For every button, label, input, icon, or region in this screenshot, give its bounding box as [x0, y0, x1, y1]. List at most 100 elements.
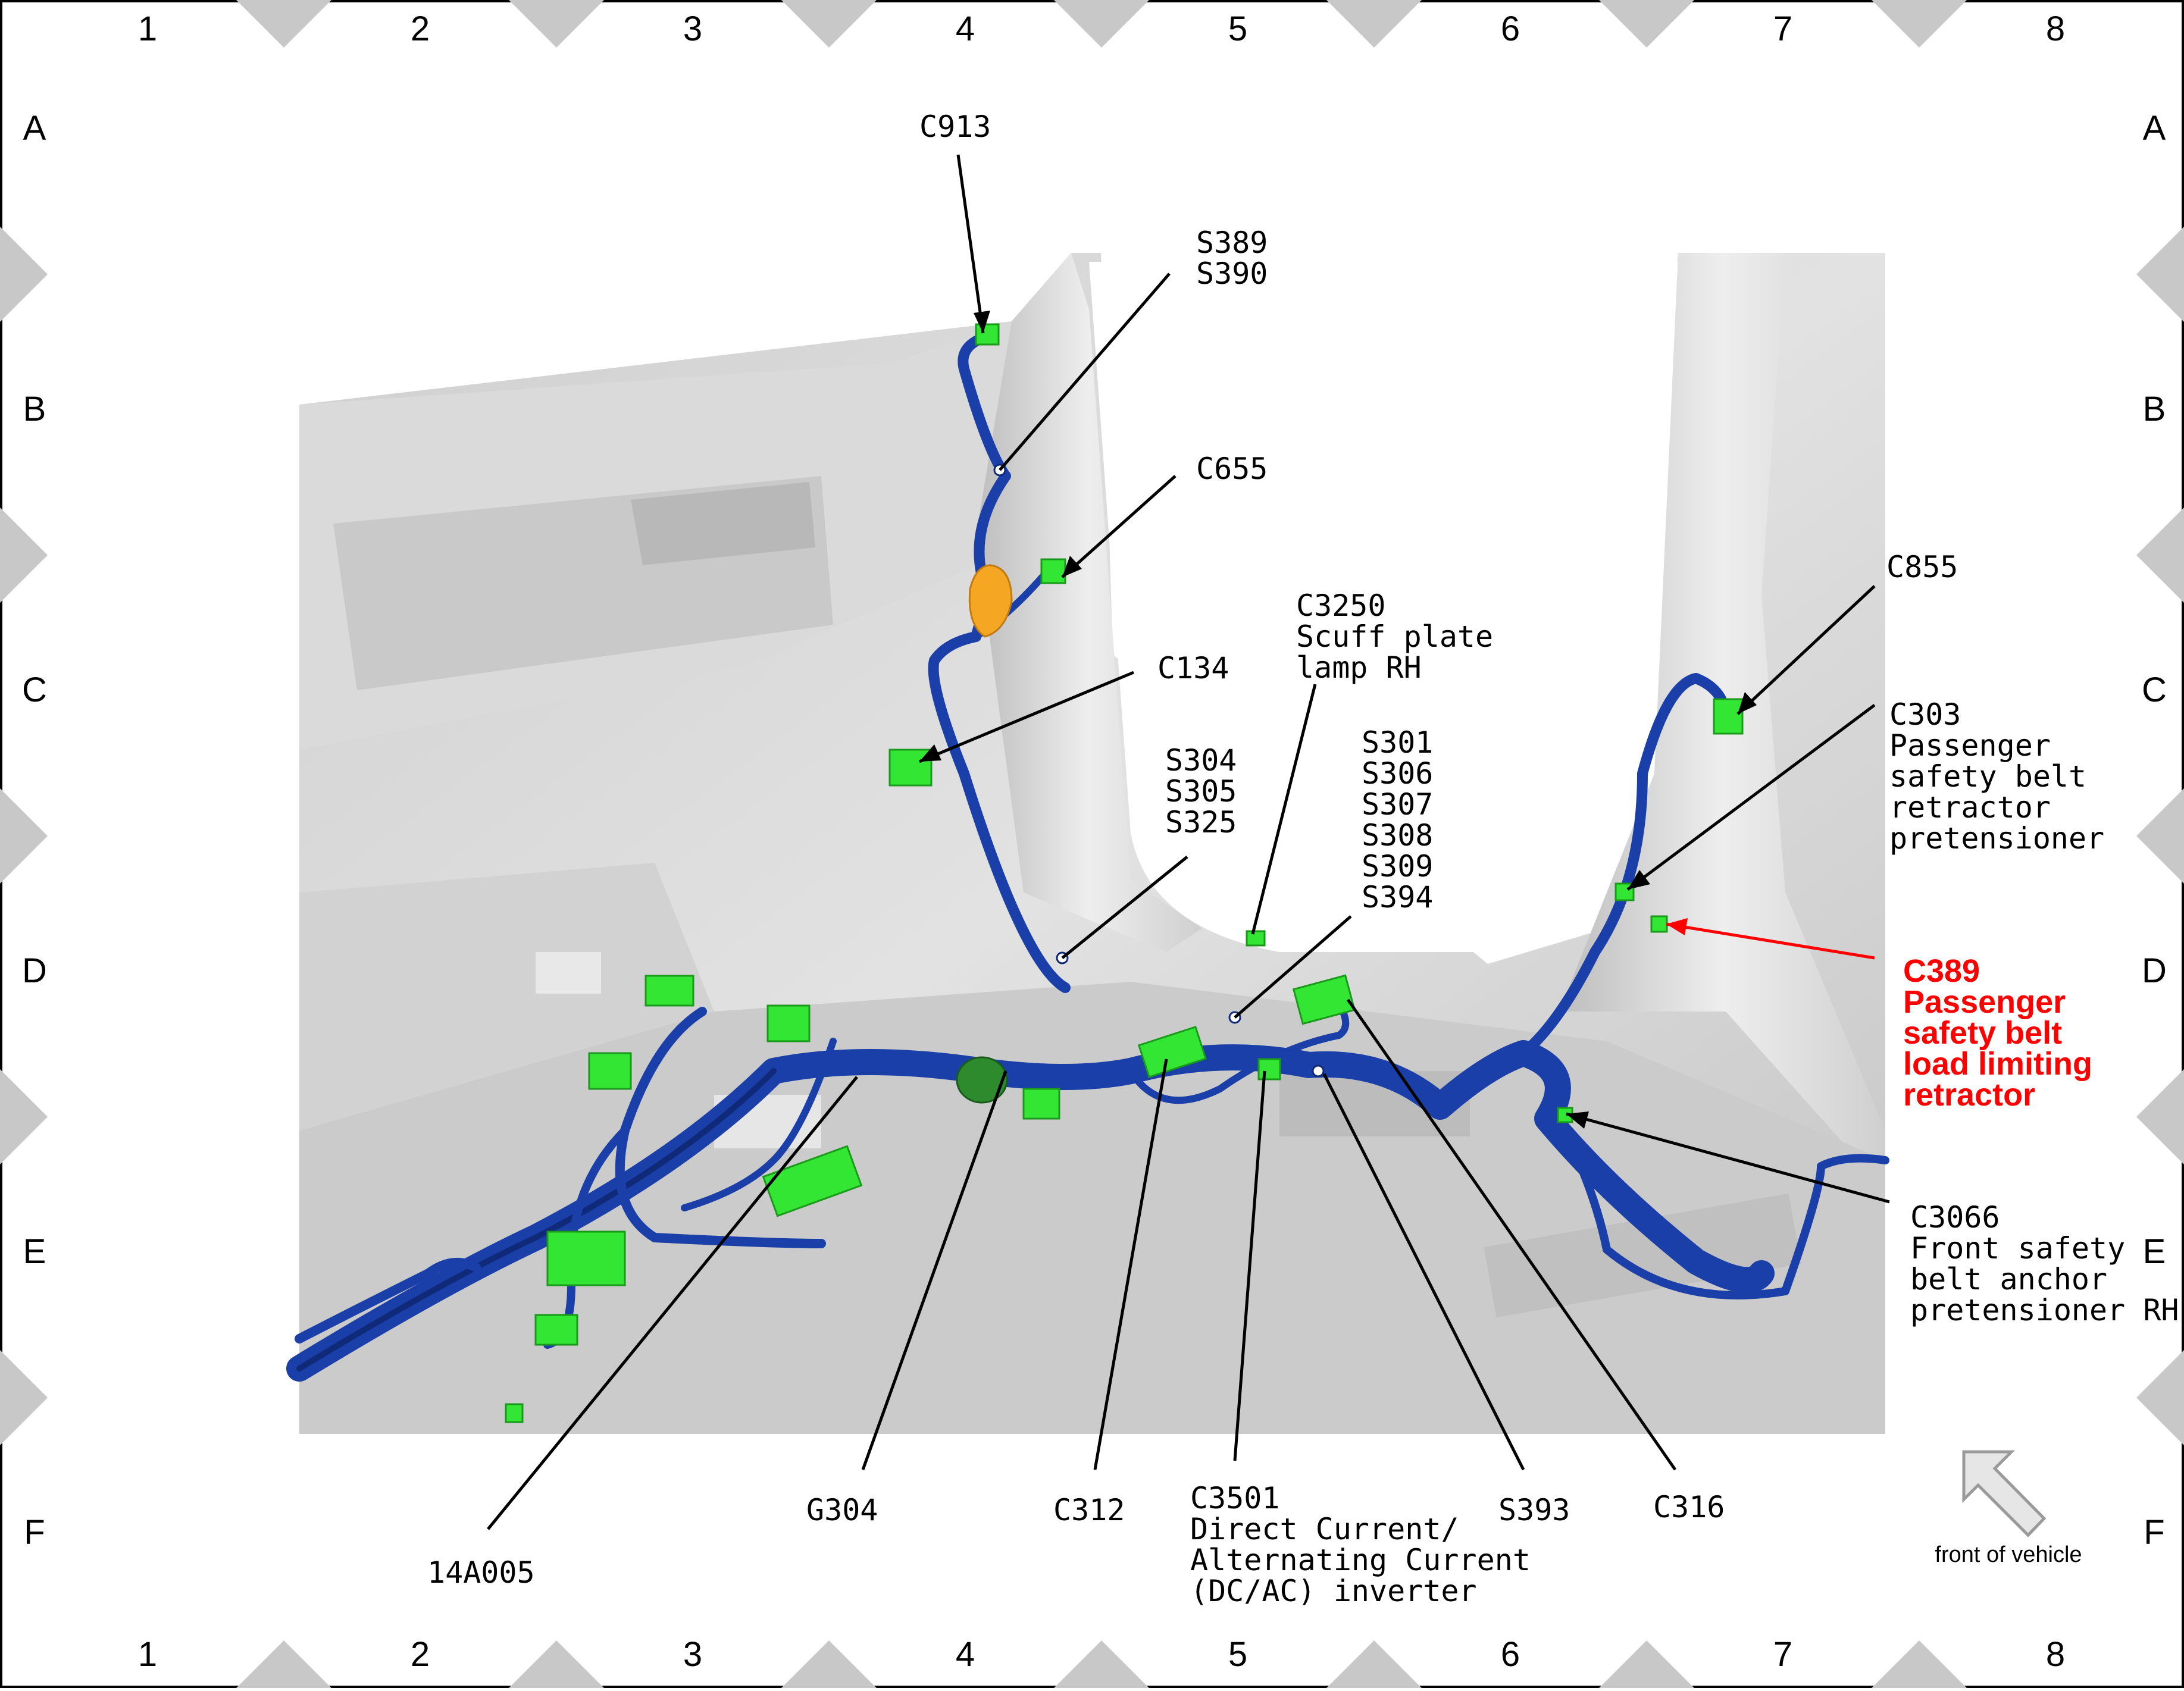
- edge-marker-top-1: [509, 0, 604, 48]
- connector-center: [1022, 1088, 1060, 1120]
- callout-c389-line: retractor: [1903, 1077, 2035, 1113]
- callout-c3501-line: C3501: [1190, 1481, 1280, 1515]
- grid-row-left-B: B: [23, 390, 46, 428]
- edge-marker-bottom-4: [1326, 1640, 1422, 1688]
- edge-marker-right-0: [2136, 227, 2184, 322]
- callout-c316-line: C316: [1653, 1490, 1725, 1524]
- connector-c855: [1713, 698, 1744, 735]
- callout-c303-line: Passenger: [1889, 728, 2051, 763]
- grid-row-right-B: B: [2143, 390, 2166, 428]
- leader-c303: [1626, 703, 1876, 891]
- edge-marker-left-4: [0, 1350, 48, 1445]
- connector-14a005: [762, 1145, 863, 1217]
- c-pillar-run: [1518, 673, 1731, 1059]
- grid-row-left-E: E: [23, 1232, 46, 1271]
- front-of-vehicle-indicator: front of vehicle: [1935, 1450, 2082, 1567]
- edge-marker-left-2: [0, 788, 48, 884]
- grid-row-left-F: F: [24, 1513, 45, 1552]
- connector-bottom-left: [505, 1403, 524, 1423]
- connector-c134: [888, 749, 933, 787]
- edge-marker-top-3: [1054, 0, 1149, 48]
- orange-clip: [968, 564, 1013, 638]
- callout-c312-line: C312: [1053, 1493, 1125, 1527]
- b-pillar-left: [976, 253, 1202, 952]
- leader-g304: [861, 1070, 1007, 1470]
- callout-s301-line: S309: [1362, 849, 1433, 884]
- callout-c303-line: retractor: [1889, 790, 2051, 825]
- floor-lower: [299, 982, 1885, 1434]
- callout-s301-line: S301: [1362, 725, 1433, 760]
- leader-s393: [1322, 1073, 1525, 1471]
- edge-marker-right-1: [2136, 508, 2184, 603]
- grid-col-bottom-4: 4: [956, 1635, 975, 1674]
- leader-c3066: [1566, 1112, 1890, 1204]
- grid-col-bottom-5: 5: [1228, 1635, 1247, 1674]
- grid-row-right-F: F: [2144, 1513, 2164, 1552]
- callout-s301-line: S306: [1362, 756, 1433, 791]
- callout-s301-line: S308: [1362, 818, 1433, 853]
- door-opening: [1089, 262, 1678, 952]
- arrow-c303: [1628, 870, 1650, 890]
- edge-marker-top-5: [1599, 0, 1694, 48]
- leader-s301: [1234, 915, 1352, 1019]
- callout-c3066-line: pretensioner RH: [1910, 1293, 2179, 1327]
- leader-c655: [1061, 475, 1177, 578]
- edge-marker-bottom-2: [781, 1640, 877, 1688]
- vent-opening: [631, 482, 815, 565]
- grid-col-top-4: 4: [956, 10, 975, 48]
- callout-a14a005-line: 14A005: [427, 1555, 535, 1590]
- left-edge-branch: [295, 1258, 481, 1344]
- leader-c316: [1346, 998, 1677, 1471]
- callout-c303-line: pretensioner: [1889, 821, 2104, 856]
- callout-c3250-line: lamp RH: [1296, 650, 1422, 685]
- callout-c303-line: C303: [1889, 697, 1961, 732]
- grid-col-top-7: 7: [1773, 10, 1792, 48]
- grid-col-bottom-8: 8: [2046, 1635, 2065, 1674]
- callout-c389-line: Passenger: [1903, 984, 2066, 1020]
- main-trunk-shade: [296, 1068, 777, 1371]
- callout-c913-line: C913: [919, 109, 991, 144]
- edge-marker-left-0: [0, 227, 48, 322]
- callout-c134-line: C134: [1157, 651, 1229, 685]
- connector-left-2: [766, 1004, 811, 1042]
- edge-marker-left-3: [0, 1069, 48, 1164]
- edge-marker-top-0: [236, 0, 331, 48]
- callout-c855-line: C855: [1886, 550, 1958, 584]
- grid-col-bottom-6: 6: [1501, 1635, 1520, 1674]
- seat-area: [299, 863, 714, 1131]
- callout-c913: C913: [919, 109, 991, 144]
- callout-c312: C312: [1053, 1493, 1125, 1527]
- callout-s301-line: S307: [1362, 787, 1433, 822]
- callout-c3501-line: Direct Current/: [1190, 1512, 1459, 1546]
- connector-c3250: [1246, 930, 1266, 947]
- callout-s304-line: S325: [1165, 805, 1237, 840]
- leader-c855: [1736, 585, 1876, 715]
- edge-marker-right-3: [2136, 1069, 2184, 1164]
- arrow-c3066: [1566, 1111, 1589, 1129]
- edge-marker-top-6: [1872, 0, 1967, 48]
- connector-c3066: [1557, 1107, 1573, 1123]
- callout-s304-line: S305: [1165, 774, 1237, 809]
- grid-col-bottom-7: 7: [1773, 1635, 1792, 1674]
- callout-c3066-line: belt anchor: [1910, 1262, 2107, 1297]
- arrow-c134: [919, 744, 941, 762]
- edge-marker-right-2: [2136, 788, 2184, 884]
- grid-col-top-1: 1: [138, 10, 157, 48]
- callout-a14a005: 14A005: [427, 1555, 535, 1590]
- callout-c3501-line: (DC/AC) inverter: [1190, 1574, 1477, 1608]
- leader-lines: [487, 154, 1890, 1530]
- grid-col-top-8: 8: [2046, 10, 2065, 48]
- pillar-run: [928, 331, 1071, 993]
